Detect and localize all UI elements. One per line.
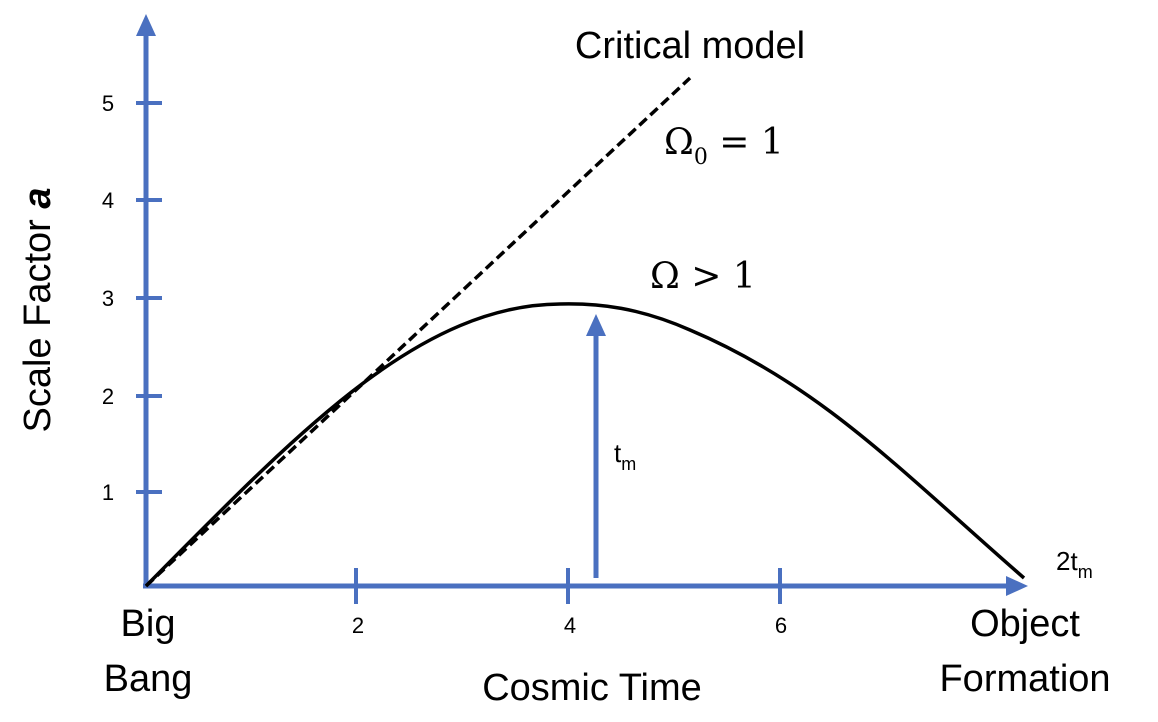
x-tick-label-6: 6 <box>775 613 787 638</box>
y-ticks <box>136 101 162 494</box>
formation-label-line2: Formation <box>939 658 1110 700</box>
x-tick-label-4: 4 <box>564 613 576 638</box>
y-axis-label-variable: a <box>17 187 59 208</box>
two-tm-label: 2tm <box>1056 546 1093 582</box>
critical-omega-symbol: Ω <box>664 122 694 163</box>
x-axis-arrowhead <box>1006 576 1028 596</box>
closed-universe-curve <box>144 302 1026 588</box>
y-axis-arrowhead <box>136 14 156 36</box>
critical-model-line <box>144 76 692 588</box>
y-tick-label-4: 4 <box>102 188 114 213</box>
tm-label-sub: m <box>621 454 636 474</box>
tm-label-main: t <box>614 438 622 468</box>
big-bang-label-line1: Big <box>121 603 176 645</box>
y-axis-label-text: Scale Factor <box>17 209 59 433</box>
critical-model-label: Critical model <box>575 25 805 67</box>
two-tm-label-main: 2t <box>1056 546 1078 576</box>
x-axis-label: Cosmic Time <box>482 667 702 709</box>
tm-arrowhead <box>586 314 606 336</box>
y-tick-label-2: 2 <box>102 384 114 409</box>
tm-label: tm <box>614 438 636 474</box>
x-ticks <box>354 568 782 604</box>
critical-omega-subscript: 0 <box>694 145 708 170</box>
big-bang-label-line2: Bang <box>104 658 193 700</box>
two-tm-label-sub: m <box>1078 562 1093 582</box>
critical-omega-value: = 1 <box>708 122 784 163</box>
x-tick-label-2: 2 <box>352 613 364 638</box>
object-label-line1: Object <box>970 603 1080 645</box>
critical-omega-label: Ω0 = 1 <box>664 122 784 170</box>
y-tick-label-3: 3 <box>102 286 114 311</box>
y-tick-label-5: 5 <box>102 91 114 116</box>
y-tick-label-1: 1 <box>102 480 114 505</box>
y-axis-label: Scale Factor a <box>17 187 59 432</box>
closed-omega-label: Ω > 1 <box>650 256 756 297</box>
